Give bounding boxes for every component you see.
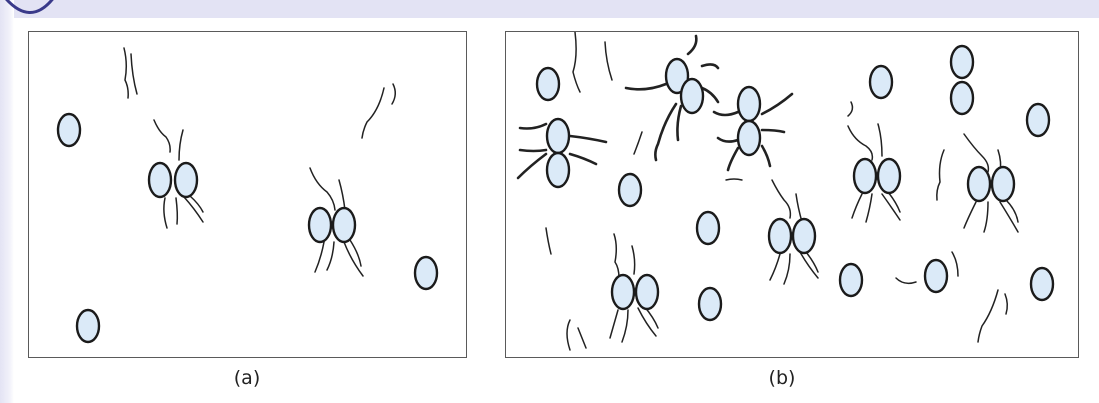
single-cell-icon — [697, 212, 719, 244]
single-cell-icon — [840, 264, 862, 296]
dividing-cell-pair-icon — [518, 119, 606, 187]
flagella-icon — [131, 54, 137, 94]
side-strip — [0, 0, 14, 403]
flagella-icon — [848, 102, 852, 116]
single-cell-icon — [870, 66, 892, 98]
single-cell-icon — [925, 260, 947, 292]
flagella-icon — [362, 88, 384, 138]
flagella-icon — [605, 42, 612, 80]
single-cell-icon — [619, 174, 641, 206]
flagella-icon — [578, 328, 586, 348]
panel-a — [28, 31, 467, 358]
dividing-cell-pair-icon — [626, 36, 718, 160]
single-cell-icon — [537, 68, 559, 100]
single-cell-icon — [58, 114, 80, 146]
flagella-icon — [392, 84, 395, 104]
dividing-cell-pair-icon — [714, 87, 792, 170]
header-band — [0, 0, 1099, 18]
flagella-icon — [937, 150, 944, 200]
flagella-icon — [896, 278, 916, 283]
flagella-icon — [124, 48, 128, 98]
panel-b-drawing — [506, 32, 1080, 359]
single-cell-icon — [77, 310, 99, 342]
dividing-cell-pair-icon — [309, 168, 363, 276]
dividing-cell-pair-icon — [149, 120, 203, 228]
dividing-cell-pair-icon — [951, 46, 973, 114]
panel-b-caption: (b) — [752, 367, 812, 389]
dividing-cell-pair-icon — [610, 234, 658, 342]
panel-a-drawing — [29, 32, 468, 359]
corner-logo-icon — [0, 0, 60, 24]
single-cell-icon — [699, 288, 721, 320]
flagella-icon — [567, 320, 570, 350]
single-cell-icon — [415, 257, 437, 289]
dividing-cell-pair-icon — [848, 124, 900, 222]
single-cell-icon — [1027, 104, 1049, 136]
panel-b — [505, 31, 1079, 358]
flagella-icon — [546, 228, 551, 254]
single-cell-icon — [1031, 268, 1053, 300]
flagella-icon — [634, 132, 642, 154]
panel-a-caption: (a) — [217, 367, 277, 389]
flagella-icon — [573, 32, 580, 92]
flagella-icon — [952, 252, 958, 276]
flagella-icon — [1005, 294, 1007, 314]
flagella-icon — [726, 179, 742, 180]
dividing-cell-pair-icon — [769, 180, 818, 284]
loose-flagella-group — [124, 48, 395, 138]
flagella-icon — [978, 290, 998, 342]
dividing-cell-pair-icon — [964, 134, 1018, 232]
